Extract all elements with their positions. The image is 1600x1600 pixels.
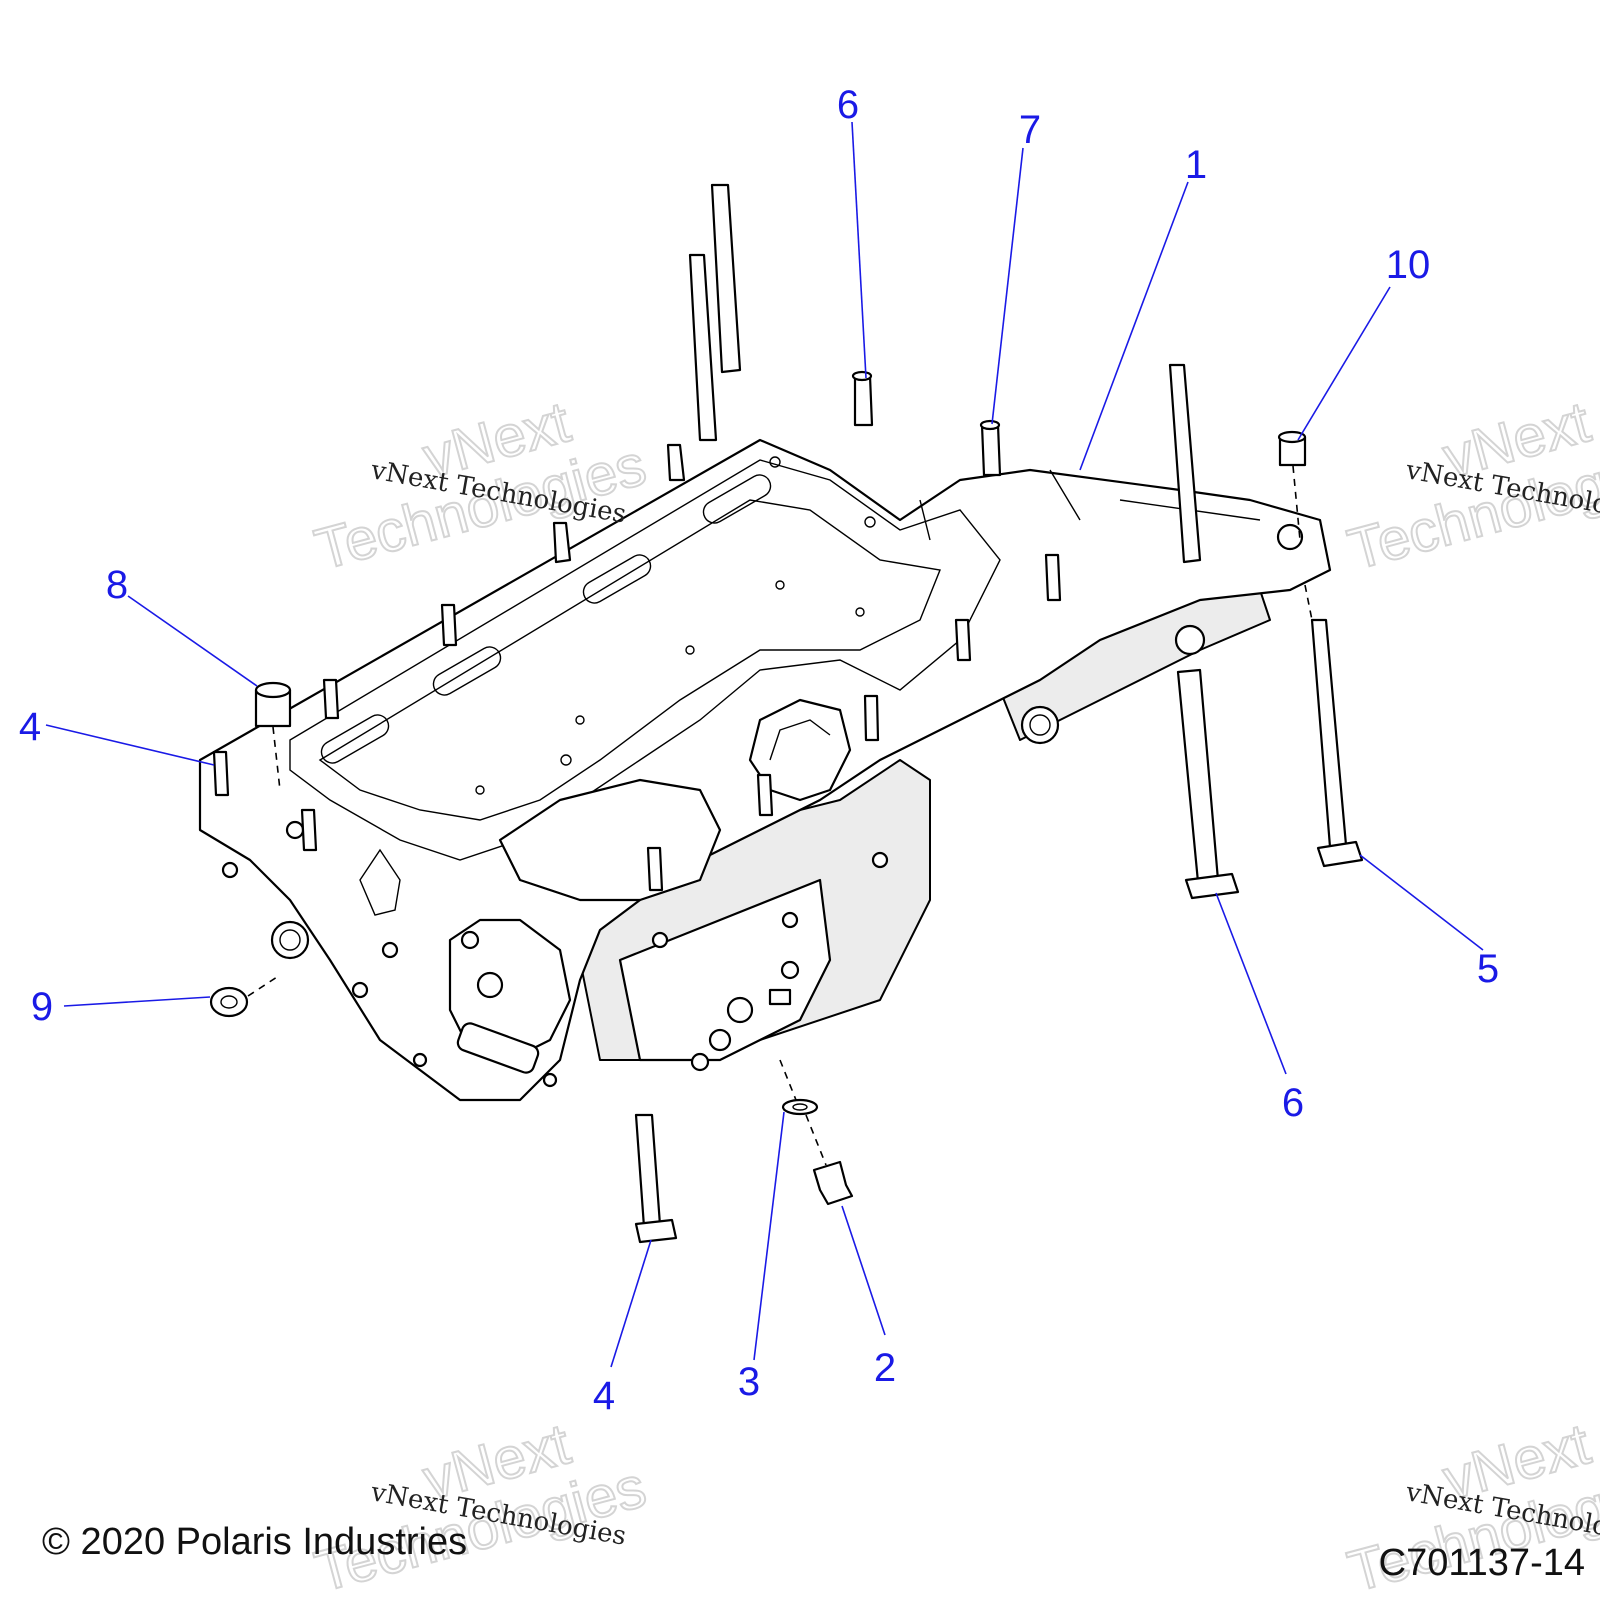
- callout-2: 2: [874, 1346, 896, 1390]
- callout-8: 8: [106, 563, 128, 607]
- callout-7: 7: [1019, 108, 1041, 152]
- leader-lines: [45, 121, 1484, 1368]
- loose-hardware: [209, 430, 1364, 1244]
- callout-6-top: 6: [837, 83, 859, 127]
- oil-pan-body: [198, 438, 1332, 1102]
- watermark-bottom-left: vNext Technologies vNext Technologies: [308, 1410, 654, 1600]
- flange-studs: [212, 183, 1202, 892]
- callout-5: 5: [1477, 947, 1499, 991]
- callout-labels: 6 7 1 10 8 4 9 5 6 4 3 2: [19, 83, 1499, 1418]
- callout-9: 9: [31, 985, 53, 1029]
- callout-4-left: 4: [19, 705, 41, 749]
- copyright-text: © 2020 Polaris Industries: [42, 1521, 467, 1563]
- watermark-top-right: vNext Technologies vNext Technologies: [1341, 388, 1600, 583]
- callout-3: 3: [738, 1360, 760, 1404]
- callout-6-right: 6: [1282, 1081, 1304, 1125]
- callout-1: 1: [1185, 143, 1207, 187]
- callout-10: 10: [1386, 243, 1431, 287]
- callout-4-bottom: 4: [593, 1374, 615, 1418]
- figure-id: C701137-14: [1379, 1542, 1585, 1584]
